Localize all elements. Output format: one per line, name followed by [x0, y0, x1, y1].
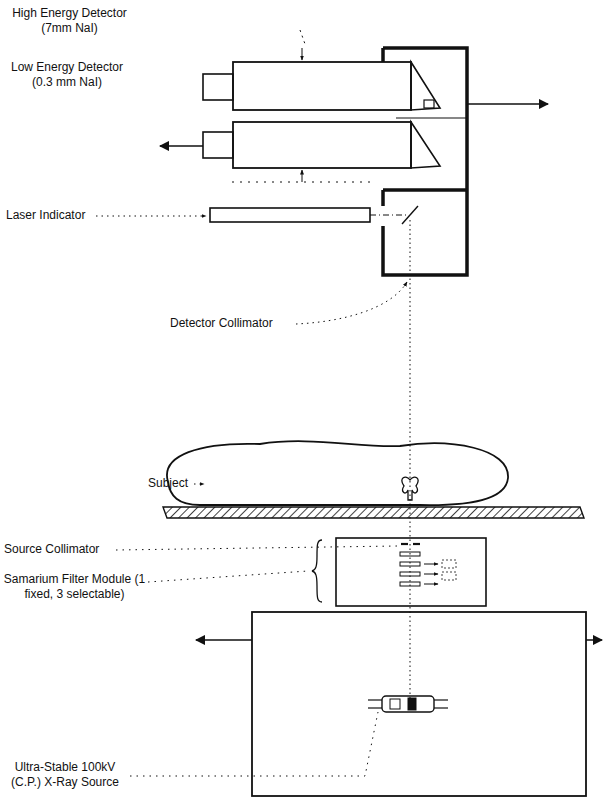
- part-label: High Energy Detector (7mm NaI): [2, 6, 137, 36]
- part-label: Samarium Filter Module (1 fixed, 3 selec…: [2, 572, 147, 602]
- part-label: Low Energy Detector (0.3 mm NaI): [2, 60, 132, 90]
- part-label: Ultra-Stable 100kV (C.P.) X-Ray Source: [4, 760, 126, 790]
- part-label: Detector Collimator: [170, 316, 295, 331]
- part-label: Source Collimator: [4, 542, 116, 557]
- part-label: Laser Indicator: [6, 208, 101, 223]
- part-label: Subject: [148, 476, 196, 491]
